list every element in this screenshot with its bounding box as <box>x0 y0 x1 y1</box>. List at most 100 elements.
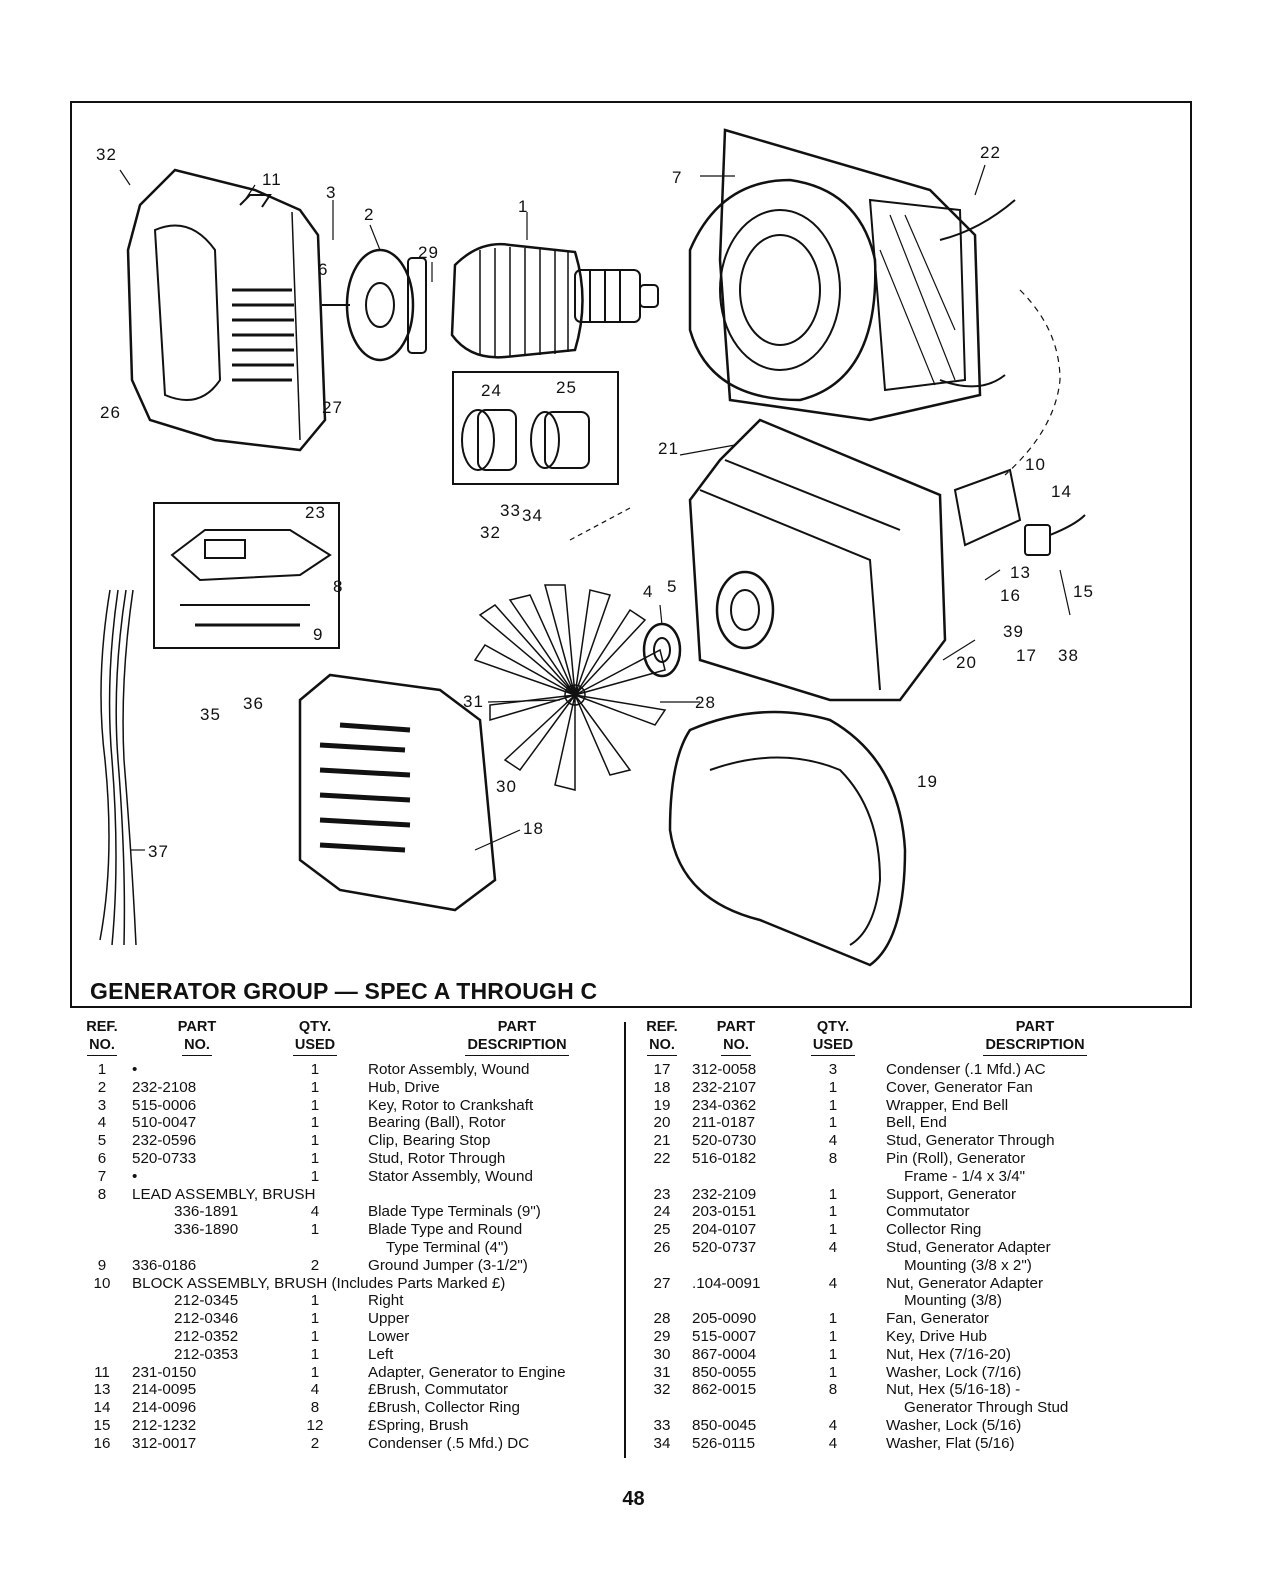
callout-22: 22 <box>980 143 1001 162</box>
qty-used-cell: 4 <box>310 1203 320 1221</box>
ref-number-cell: 18 <box>653 1078 671 1096</box>
part-description-cell: Stud, Rotor Through <box>368 1149 506 1167</box>
part-number-cell: 231-0150 <box>132 1363 197 1381</box>
ref-number-cell: 22 <box>653 1149 671 1167</box>
part-description-cell: Hub, Drive <box>368 1078 440 1096</box>
part-description-cell: Pin (Roll), Generator <box>886 1149 1026 1167</box>
part-description-cell: Bearing (Ball), Rotor <box>368 1114 506 1132</box>
qty-used-cell <box>788 1257 878 1275</box>
part-description-cell: Stud, Generator Adapter <box>886 1238 1051 1256</box>
ref-number-cell: 24 <box>653 1203 671 1221</box>
part-number-cell: 867-0004 <box>692 1345 757 1363</box>
generator-fan-illustration <box>473 584 667 791</box>
ref-number-cell: 33 <box>653 1416 671 1434</box>
part-number-cell: • <box>132 1167 138 1185</box>
ref-number-cell: 13 <box>93 1381 111 1399</box>
ref-number-cell: 2 <box>97 1078 107 1096</box>
qty-used-cell: 4 <box>828 1274 838 1292</box>
part-number-cell: 515-0006 <box>132 1096 197 1114</box>
qty-used-cell: 1 <box>310 1292 320 1310</box>
part-number-cell <box>124 1239 270 1257</box>
ref-number-cell: 19 <box>653 1096 671 1114</box>
ref-number-cell <box>640 1292 684 1310</box>
part-description-cell: Mounting (3/8) <box>904 1292 1002 1310</box>
ref-number-cell <box>80 1346 124 1364</box>
table-row: Mounting (3/8) <box>640 1292 1184 1310</box>
ref-number-cell: 20 <box>653 1114 671 1132</box>
part-description-cell: Washer, Lock (7/16) <box>886 1363 1022 1381</box>
qty-used-cell: 1 <box>310 1345 320 1363</box>
support-inset-box <box>153 502 340 649</box>
callout-9: 9 <box>313 625 323 644</box>
ref-number-cell: 32 <box>653 1381 671 1399</box>
part-description-cell: Nut, Hex (5/16-18) - <box>886 1381 1021 1399</box>
part-number-cell: 312-0058 <box>692 1061 757 1078</box>
part-number-cell: 205-0090 <box>692 1310 757 1328</box>
diagram-frame <box>70 101 1192 1008</box>
ref-number-cell: 1 <box>97 1061 107 1078</box>
part-number-cell <box>684 1257 788 1275</box>
ref-number-cell: 14 <box>93 1399 111 1417</box>
ref-number-cell: 11 <box>94 1363 110 1381</box>
ref-number-cell: 26 <box>653 1238 671 1256</box>
part-number-cell: 204-0107 <box>692 1221 757 1239</box>
part-number-cell: 516-0182 <box>692 1149 757 1167</box>
brush-block-illustration <box>953 468 1086 556</box>
callout-17: 17 <box>1016 646 1037 665</box>
callout-24: 24 <box>481 381 502 400</box>
part-description-cell: Adapter, Generator to Engine <box>368 1363 566 1381</box>
ref-number-cell: 28 <box>653 1310 671 1328</box>
callout-20: 20 <box>956 653 977 672</box>
part-description-cell: Nut, Generator Adapter <box>886 1274 1044 1292</box>
drive-hub-illustration <box>322 248 427 362</box>
qty-used-cell: 1 <box>828 1345 838 1363</box>
ref-number-cell: 17 <box>653 1061 671 1078</box>
ref-number-cell <box>80 1203 124 1221</box>
callout-labels: 32 11 3 2 6 29 1 7 22 26 27 24 25 21 10 … <box>96 143 1093 861</box>
commutator-inset-box <box>452 371 619 485</box>
ref-number-cell: 29 <box>653 1327 671 1345</box>
part-description-cell: Right <box>368 1292 404 1310</box>
qty-used-cell: 1 <box>310 1327 320 1345</box>
ref-number-cell: 10 <box>93 1274 111 1292</box>
part-description-cell: Fan, Generator <box>886 1310 989 1328</box>
column-divider <box>624 1022 626 1458</box>
ref-number-cell <box>640 1168 684 1186</box>
callout-1: 1 <box>518 197 528 216</box>
qty-used-cell: 4 <box>828 1132 838 1150</box>
ref-number-cell: 8 <box>97 1185 107 1203</box>
callout-31: 31 <box>463 692 484 711</box>
callout-18: 18 <box>523 819 544 838</box>
part-number-cell: 212-0345 <box>174 1292 239 1310</box>
callout-32a: 32 <box>96 145 117 164</box>
part-number-cell: 510-0047 <box>132 1114 197 1132</box>
qty-used-cell <box>788 1292 878 1310</box>
callout-25: 25 <box>556 378 577 397</box>
part-number-cell: 312-0017 <box>132 1434 197 1452</box>
part-number-cell: 515-0007 <box>692 1327 757 1345</box>
callout-33: 33 <box>500 501 521 520</box>
ref-number-cell <box>640 1399 684 1417</box>
part-description-cell: Generator Through Stud <box>904 1399 1069 1417</box>
fan-cover-illustration <box>298 673 497 912</box>
qty-used-cell: 1 <box>310 1221 320 1239</box>
part-number-cell: 862-0015 <box>692 1381 757 1399</box>
exploded-parts-diagram: 32 11 3 2 6 29 1 7 22 26 27 24 25 21 10 … <box>96 128 1093 967</box>
ref-number-cell: 6 <box>97 1149 107 1167</box>
